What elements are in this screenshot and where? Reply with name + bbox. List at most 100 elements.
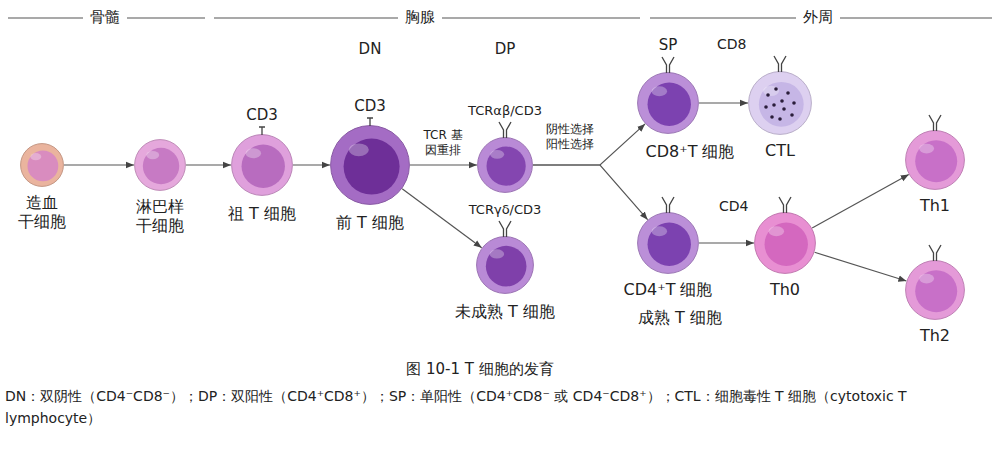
- label-holder: DN：双阴性（CD4⁻CD8⁻）；DP：双阳性（CD4⁺CD8⁺）；SP：单阳性…: [5, 386, 990, 429]
- arrow-connector: [812, 175, 909, 228]
- cell-label: Th0: [770, 280, 800, 299]
- cell-node: 造血 干细胞: [20, 143, 64, 187]
- cell-label-holder: SP: [659, 36, 678, 54]
- cell-label-holder: TCRγδ/CD3: [469, 202, 542, 218]
- cell-membrane: [749, 72, 812, 135]
- cell-label: CTL: [765, 141, 795, 160]
- label-holder: DN: [359, 40, 382, 58]
- cell-shape: [748, 71, 812, 135]
- arrow-connector: [410, 164, 477, 165]
- granule-dot: [790, 113, 794, 117]
- granule-dot: [766, 93, 770, 97]
- granule-dot: [780, 99, 784, 103]
- cell-highlight: [246, 148, 262, 158]
- cell-label: CD4⁺T 细胞: [624, 280, 713, 299]
- cell-membrane: [638, 73, 699, 134]
- cell-highlight: [763, 86, 779, 96]
- stage-label: DN: [359, 40, 382, 58]
- cell-label-holder: CD4: [719, 198, 748, 215]
- cell-label-holder: 造血 干细胞: [17, 193, 67, 231]
- cell-label: CD3: [246, 106, 278, 124]
- cell-node: TCRαβ/CD3: [477, 137, 533, 193]
- granule-dot: [782, 107, 786, 111]
- granule-dot: [792, 101, 796, 105]
- arrow-connector: [64, 164, 134, 165]
- cell-label-holder: CTL: [765, 141, 795, 160]
- cell-nucleus: [765, 223, 808, 266]
- edge-label-holder: 阴性选择 阳性选择: [544, 122, 596, 152]
- cell-node: Th0: [754, 212, 816, 274]
- note-text: DN：双阴性（CD4⁻CD8⁻）；DP：双阳性（CD4⁺CD8⁺）；SP：单阳性…: [5, 386, 990, 429]
- cell-highlight: [490, 150, 504, 159]
- granule-dot: [770, 115, 774, 119]
- cell-label-holder: TCRαβ/CD3: [468, 103, 542, 119]
- tcr-receptor: [779, 197, 791, 213]
- cell-shape: [231, 134, 293, 196]
- arrow-connector: [402, 189, 482, 248]
- cell-highlight: [349, 143, 369, 156]
- cell-node: TCRγδ/CD3未成熟 T 细胞: [476, 236, 534, 294]
- granule-dot: [778, 117, 782, 121]
- region-label: 骨髓: [83, 8, 127, 26]
- cell-label: Th1: [920, 196, 950, 215]
- cell-membrane: [21, 144, 64, 187]
- cell-nucleus: [242, 145, 285, 188]
- cell-label-holder: CD4⁺T 细胞: [624, 280, 713, 299]
- cell-label: CD3: [354, 97, 386, 115]
- stage-label: DP: [495, 40, 516, 58]
- cell-node: Th1: [905, 130, 965, 190]
- label-holder: 胸腺: [398, 8, 442, 26]
- cell-node: CD3祖 T 细胞: [231, 134, 293, 196]
- cell-membrane: [638, 213, 699, 274]
- cell-shape: [754, 212, 816, 274]
- cell-label-holder: Th0: [770, 280, 800, 299]
- arrow-connector: [699, 242, 754, 243]
- cell-shape: [477, 137, 533, 193]
- arrow-connector: [699, 102, 748, 103]
- cell-label: 祖 T 细胞: [228, 204, 296, 223]
- cell-membrane: [906, 131, 965, 190]
- label-holder: 外周: [796, 8, 840, 26]
- cell-membrane: [906, 261, 965, 320]
- cell-nucleus: [487, 147, 526, 186]
- cell-node: Th2: [905, 260, 965, 320]
- cell-nucleus: [486, 246, 527, 287]
- caption-holder: 图 10-1 T 细胞的发育: [406, 360, 554, 378]
- cell-label: TCRαβ/CD3: [468, 103, 542, 119]
- cell-shape: [134, 139, 186, 191]
- cell-shape: [905, 130, 965, 190]
- label-holder: 骨髓: [83, 8, 127, 26]
- cell-highlight: [919, 144, 934, 154]
- tcr-receptor: [929, 245, 941, 261]
- cell-shape: [637, 72, 699, 134]
- cell-label: SP: [659, 36, 678, 54]
- cell-membrane: [135, 140, 186, 191]
- cd3-marker: [259, 127, 265, 135]
- cell-label: Th2: [920, 326, 950, 345]
- tcr-receptor: [774, 56, 786, 72]
- cell-label-holder: CD8: [717, 36, 746, 53]
- cell-label: 造血 干细胞: [17, 193, 67, 231]
- cell-nucleus: [344, 139, 400, 195]
- cell-highlight: [652, 226, 668, 236]
- cell-label: 淋巴样 干细胞: [135, 197, 185, 235]
- granule-dot: [786, 91, 790, 95]
- tcr-receptor: [499, 221, 511, 237]
- arrow-connector: [186, 164, 231, 165]
- granule-dot: [764, 105, 768, 109]
- cell-node: 淋巴样 干细胞: [134, 139, 186, 191]
- cell-label-holder: Th1: [920, 196, 950, 215]
- cell-membrane: [331, 126, 410, 205]
- region-label: 胸腺: [398, 8, 442, 26]
- granule-dot: [772, 103, 776, 107]
- cell-label-holder: 祖 T 细胞: [228, 204, 296, 223]
- cell-membrane: [478, 138, 533, 193]
- cell-shape: [476, 236, 534, 294]
- cell-membrane: [232, 135, 293, 196]
- cd3-marker: [367, 118, 373, 126]
- cell-nucleus: [759, 82, 804, 127]
- figure-caption: 图 10-1 T 细胞的发育: [406, 360, 554, 378]
- arrow-connector: [533, 165, 648, 220]
- cell-highlight: [490, 249, 505, 258]
- cell-highlight: [919, 274, 934, 284]
